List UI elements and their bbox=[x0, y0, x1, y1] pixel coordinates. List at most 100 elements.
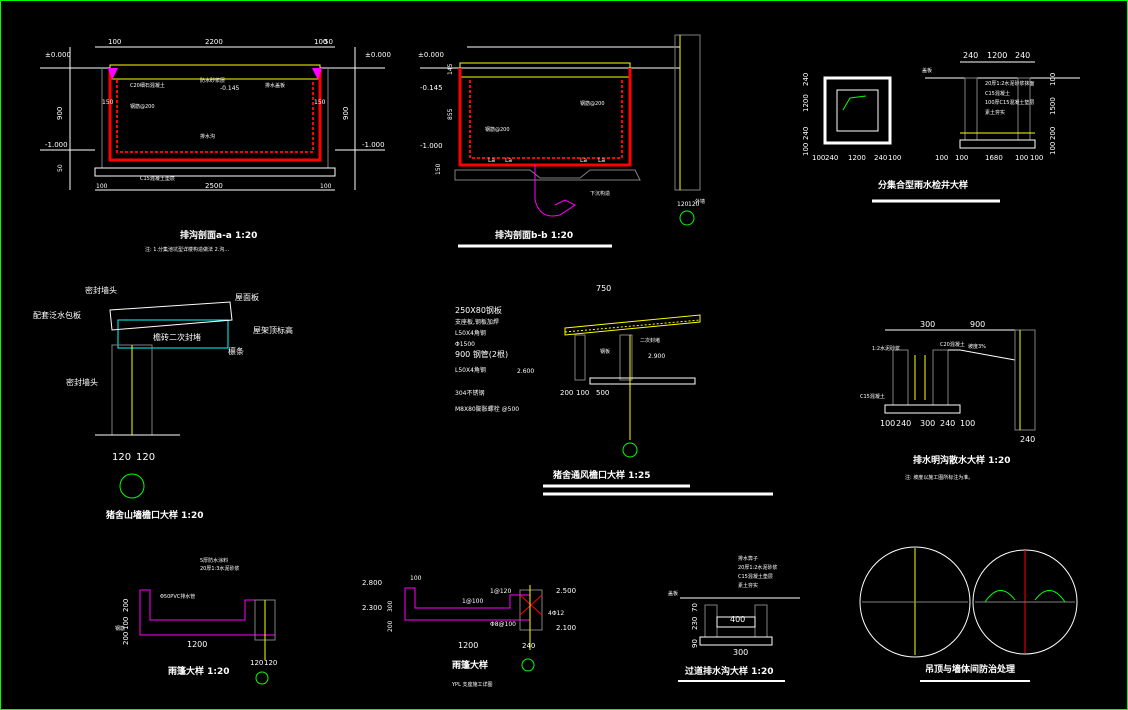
gable-dim-2: 120 bbox=[136, 452, 155, 463]
canopy-detail: 2.800 2.300 2.500 2.100 1200 240 100 300… bbox=[362, 575, 576, 688]
trench-a-side-50: 50 bbox=[57, 164, 64, 172]
canopy-level-4: 2.100 bbox=[556, 624, 576, 632]
trench-a-label-4: 钢筋@200 bbox=[130, 103, 155, 110]
trench-b-side-1: 145 bbox=[447, 63, 454, 75]
septic-bottom-left-4: 240 bbox=[874, 154, 887, 162]
gable-label-1: 密封墙头 bbox=[85, 285, 117, 295]
gable-label-3: 屋面板 bbox=[235, 292, 259, 302]
gutter-side-2: 100 bbox=[122, 617, 130, 630]
vent-dim-2: 100 bbox=[576, 389, 589, 397]
gable-eave-detail: 密封墙头 配套泛水包板 屋面板 檩条 屋架顶标高 檐砖二次封堵 密封墙头 120… bbox=[33, 285, 293, 521]
vent-label-7: 304不锈钢 bbox=[455, 389, 484, 397]
ditch-dim-bottom-3: 300 bbox=[920, 419, 935, 428]
gable-label-7: 密封墙头 bbox=[66, 377, 98, 387]
ditch-label-4: C15混凝土 bbox=[860, 393, 885, 400]
gutter-dim-1: 1200 bbox=[187, 640, 207, 649]
septic-side-left-4: 100 bbox=[802, 143, 810, 156]
trench-b-label-la1: La bbox=[488, 157, 495, 164]
vent-label-2: 支座板,钢板加焊 bbox=[455, 318, 499, 326]
canopy-dim-1: 1200 bbox=[458, 641, 478, 650]
septic-side-right-3: 200 bbox=[1049, 127, 1057, 140]
septic-bottom-left-1: 100 bbox=[812, 154, 825, 162]
vent-title: 猪舍通风檐口大样 1:25 bbox=[552, 469, 651, 481]
septic-bottom-right-2: 100 bbox=[955, 154, 968, 162]
septic-label-1: 盖板 bbox=[922, 67, 932, 74]
trench-b-dim-2: 120 bbox=[688, 201, 700, 208]
septic-side-left-2: 1200 bbox=[802, 94, 810, 112]
ditch-dim-top-2: 900 bbox=[970, 320, 985, 329]
ditch-label-3: 坡度3% bbox=[968, 343, 986, 350]
canopy-dim-3: 100 bbox=[410, 575, 422, 582]
septic-side-right-4: 100 bbox=[1049, 142, 1057, 155]
gutter-side-1: 200 bbox=[122, 599, 130, 612]
canopy-level-3: 2.500 bbox=[556, 587, 576, 595]
gutter-dim-2: 120 bbox=[250, 659, 263, 667]
vent-label-10: 钢板 bbox=[600, 348, 610, 355]
septic-dim-top-2: 1200 bbox=[987, 51, 1007, 60]
septic-bottom-right-5: 100 bbox=[1030, 154, 1043, 162]
septic-bottom-left-3: 1200 bbox=[848, 154, 866, 162]
vent-eave-detail: 750 250X80钢板 支座板,钢板加焊 L50X4角钢 Φ1500 900 … bbox=[455, 284, 773, 496]
septic-dim-top-3: 240 bbox=[1015, 51, 1030, 60]
trench-a-dim-bottom-1: 100 bbox=[96, 183, 108, 190]
trench-b-side-3: 150 bbox=[435, 163, 442, 175]
trench-a-level-3: -0.145 bbox=[220, 85, 240, 92]
gable-label-6: 檐砖二次封堵 bbox=[153, 332, 201, 342]
trench-a-title: 排沟剖面a-a 1:20 bbox=[180, 229, 257, 241]
septic-bottom-right-4: 100 bbox=[1015, 154, 1028, 162]
gable-label-5: 屋架顶标高 bbox=[253, 325, 293, 335]
canopy-level-1: 2.800 bbox=[362, 579, 382, 587]
vent-label-6: L50X4角钢 bbox=[455, 366, 486, 374]
trench-a-label-5: 排水沟 bbox=[200, 133, 215, 140]
septic-bottom-right-1: 100 bbox=[935, 154, 948, 162]
trench-b-level-3: -1.000 bbox=[420, 142, 443, 150]
vent-label-1: 250X80钢板 bbox=[455, 305, 502, 315]
gable-label-4: 檩条 bbox=[228, 346, 244, 356]
vent-level-2: 2.900 bbox=[648, 353, 665, 360]
canopy-label-2: 1@120 bbox=[490, 588, 511, 595]
gutter-side-3: 200 bbox=[122, 632, 130, 645]
trench-a-dim-bottom-2: 2500 bbox=[205, 182, 223, 190]
gutter-label-2: 20厚1:3水泥砂浆 bbox=[200, 565, 239, 572]
ditch-extra-dim: 240 bbox=[1020, 435, 1035, 444]
septic-bottom-left-2: 240 bbox=[825, 154, 838, 162]
canopy-dim-5: 200 bbox=[387, 620, 394, 632]
trench-a-dim-top-1: 100 bbox=[108, 38, 121, 46]
trench-a-level-1: ±0.000 bbox=[45, 51, 71, 59]
vent-top-note: 750 bbox=[596, 284, 611, 293]
gutter-dim-3: 120 bbox=[264, 659, 277, 667]
trench-a-label-1: C20细石混凝土 bbox=[130, 82, 165, 89]
vent-label-3: L50X4角钢 bbox=[455, 329, 486, 337]
ditch-dim-bottom-2: 240 bbox=[896, 419, 911, 428]
ditch-note: 注: 坡度以施工图所标注为准。 bbox=[905, 474, 973, 481]
trench-b-dim-1: 120 bbox=[677, 201, 689, 208]
septic-side-left-1: 240 bbox=[802, 73, 810, 86]
gutter-label-1: 5厚防水涂料 bbox=[200, 557, 228, 564]
trench-b-title: 排沟剖面b-b 1:20 bbox=[495, 229, 573, 241]
trench-b-label-wall: 外墙 bbox=[695, 198, 705, 205]
cross-title: 过道排水沟大样 1:20 bbox=[685, 665, 774, 677]
cross-drain-detail: 盖板 排水箅子 20厚1:2水泥砂浆 C15混凝土垫层 素土夯实 400 300… bbox=[668, 555, 800, 682]
gutter-detail: 5厚防水涂料 20厚1:3水泥砂浆 Φ50PVC排水管 钢筋 200 100 2… bbox=[115, 557, 277, 685]
trench-b-side-2: 855 bbox=[447, 108, 454, 120]
canopy-title: 雨篷大样 bbox=[452, 659, 488, 671]
ditch-title: 排水明沟散水大样 1:20 bbox=[913, 454, 1011, 466]
rainwater-well-detail: 240 1200 240 100 100 240 1200 240 100 24… bbox=[802, 51, 1080, 203]
ditch-dim-bottom-5: 100 bbox=[960, 419, 975, 428]
vent-label-5: 900 钢管(2根) bbox=[455, 349, 508, 359]
septic-label-2: 20厚1:2水泥砂浆抹面 bbox=[985, 80, 1034, 87]
septic-label-3: C15混凝土 bbox=[985, 90, 1010, 97]
trench-a-a-detail: 100 2200 100 50 ±0.000 ±0.000 -0.145 -1.… bbox=[40, 38, 391, 253]
gable-title: 猪舍山墙檐口大样 1:20 bbox=[105, 509, 204, 521]
cross-side-2: 230 bbox=[691, 617, 699, 630]
trench-a-label-6: C15混凝土垫层 bbox=[140, 175, 175, 182]
trench-a-side-150-r: 150 bbox=[314, 99, 326, 106]
septic-side-right-1: 100 bbox=[1049, 73, 1057, 86]
ditch-dim-bottom-1: 100 bbox=[880, 419, 895, 428]
vent-dim-3: 500 bbox=[596, 389, 609, 397]
cross-dim-2: 300 bbox=[733, 648, 748, 657]
trench-a-level-2: ±0.000 bbox=[365, 51, 391, 59]
trench-b-label-2: 钢筋@200 bbox=[580, 100, 605, 107]
trench-b-level-1: ±0.000 bbox=[418, 51, 444, 59]
